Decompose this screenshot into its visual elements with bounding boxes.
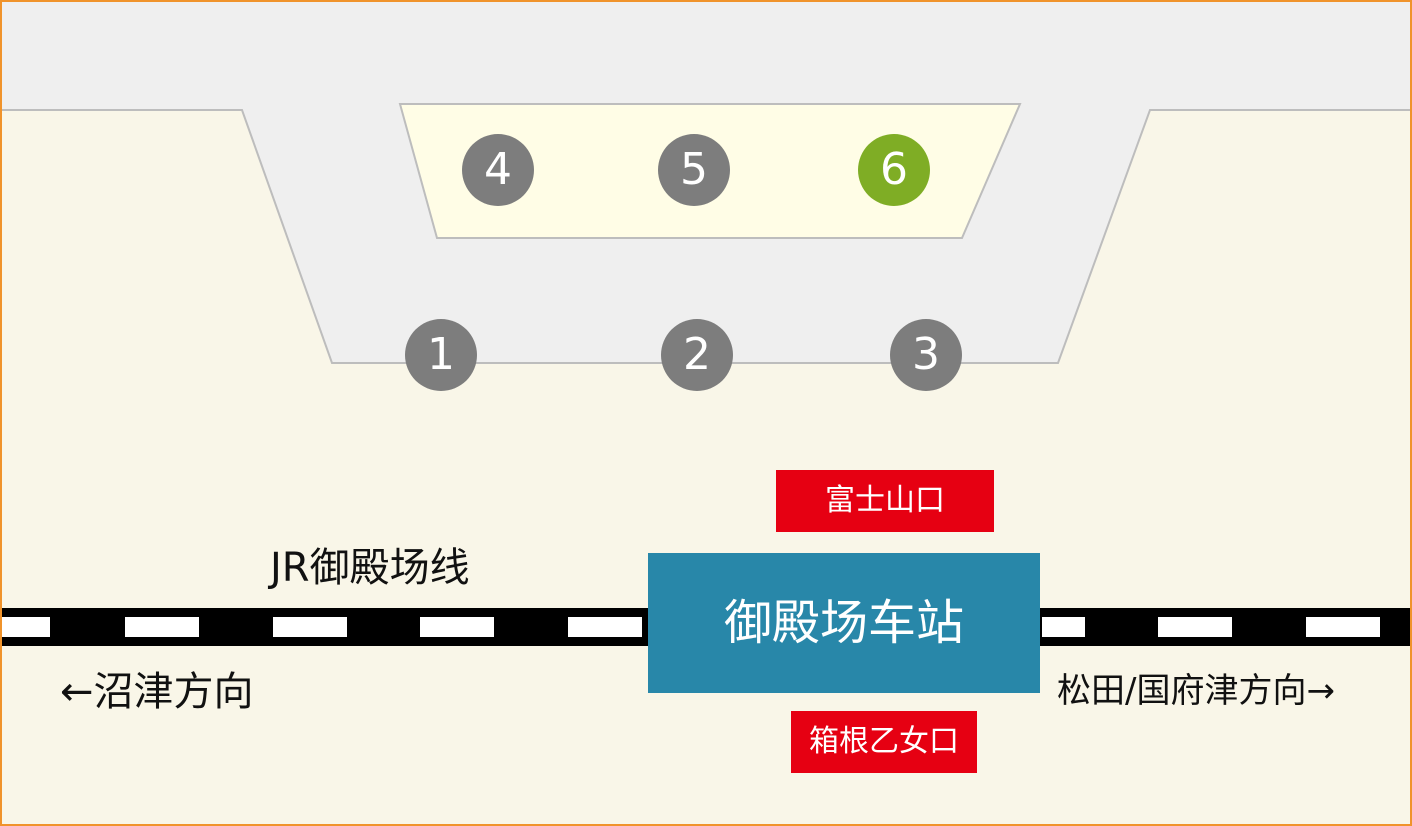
track-dash xyxy=(125,617,199,637)
track-dash xyxy=(2,617,50,637)
bus-stop-5[interactable]: 5 xyxy=(658,134,730,206)
track-dash xyxy=(273,617,347,637)
track-dash xyxy=(1306,617,1380,637)
bus-stop-3[interactable]: 3 xyxy=(890,319,962,391)
track-dash xyxy=(420,617,494,637)
direction-numazu: ←沼津方向 xyxy=(60,669,254,715)
bus-stop-6-highlighted[interactable]: 6 xyxy=(858,134,930,206)
direction-matsuda-kozu: 松田/国府津方向→ xyxy=(1057,671,1335,711)
bus-stop-1[interactable]: 1 xyxy=(405,319,477,391)
track-dash xyxy=(1158,617,1232,637)
bus-stop-2[interactable]: 2 xyxy=(661,319,733,391)
rail-line-name: JR御殿场线 xyxy=(270,545,470,591)
track-dash xyxy=(568,617,642,637)
exit-fujisan[interactable]: 富士山口 xyxy=(776,470,994,532)
bus-stop-4[interactable]: 4 xyxy=(462,134,534,206)
exit-hakone-otome[interactable]: 箱根乙女口 xyxy=(791,711,977,773)
track-dash xyxy=(1042,617,1085,637)
gotemba-station[interactable]: 御殿场车站 xyxy=(648,553,1040,693)
